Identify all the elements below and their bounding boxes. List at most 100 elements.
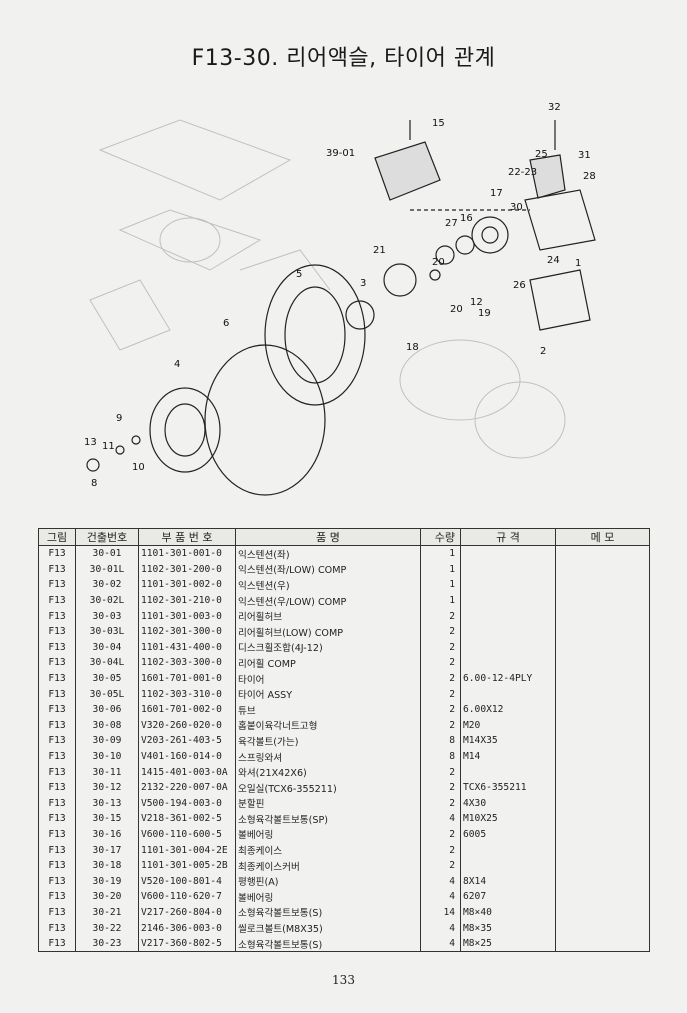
page-title: F13-30. 리어액슬, 타이어 관계 [191,46,496,71]
cell-part-name: 익스텐션(좌) [235,545,421,562]
header-memo: 메 모 [555,528,650,546]
cell-memo [555,826,650,843]
cell-figure: F13 [38,795,76,812]
callout-21: 21 [373,245,386,256]
cell-part-number: V218-361-002-5 [138,811,236,827]
callout-30: 30 [510,202,523,213]
cell-item-number: 30-13 [75,795,139,812]
cell-item-number: 30-09 [75,733,139,749]
callout-17: 17 [490,188,503,199]
cell-specification [460,857,556,874]
cell-part-number: 1102-301-210-0 [138,592,236,609]
cell-memo [555,577,650,593]
cell-part-number: 2132-220-007-0A [138,779,236,796]
table-header-row: 그림 건출번호 부 품 번 호 품 명 수량 규 격 메 모 [38,528,650,546]
cell-specification [460,623,556,640]
cell-figure: F13 [38,608,76,624]
cell-figure: F13 [38,889,76,905]
cell-item-number: 30-02 [75,577,139,593]
cell-figure: F13 [38,779,76,796]
callout-1: 1 [575,258,581,269]
cell-quantity: 1 [420,545,461,562]
cell-part-name: 리어휠허브 [235,608,421,624]
cell-memo [555,904,650,921]
cell-item-number: 30-02L [75,592,139,609]
callout-2: 2 [540,346,546,357]
callout-labels: 15 39-01 32 25 31 22-23 28 17 30 27 16 2… [84,102,596,489]
cell-part-name: 오일실(TCX6-355211) [235,779,421,796]
cell-figure: F13 [38,670,76,687]
cell-part-name: 소형육각볼트보통(S) [235,935,421,953]
callout-31: 31 [578,150,591,161]
cell-figure: F13 [38,748,76,765]
cell-part-number: 1101-301-001-0 [138,545,236,562]
cell-specification [460,592,556,609]
callout-13: 13 [84,437,97,448]
cell-memo [555,795,650,812]
callout-15: 15 [432,118,445,129]
cell-part-name: 분할핀 [235,795,421,812]
cell-specification [460,842,556,858]
callout-8: 8 [91,478,97,489]
cell-part-number: V520-100-801-4 [138,873,236,890]
cell-quantity: 2 [420,795,461,812]
cell-item-number: 30-10 [75,748,139,765]
callout-22-23: 22-23 [508,167,537,178]
cell-quantity: 1 [420,592,461,609]
callout-18: 18 [406,342,419,353]
cell-item-number: 30-22 [75,920,139,936]
cell-figure: F13 [38,764,76,780]
cell-quantity: 2 [420,670,461,687]
cell-part-name: 리어휠 COMP [235,655,421,671]
cell-part-name: 와셔(21X42X6) [235,764,421,780]
cell-figure: F13 [38,701,76,718]
callout-12: 12 [470,297,483,308]
cell-part-name: 튜브 [235,701,421,718]
cell-part-number: 2146-306-003-0 [138,920,236,936]
cell-figure: F13 [38,717,76,734]
cell-part-name: 볼베어링 [235,889,421,905]
cell-part-name: 씰로크볼트(M8X35) [235,920,421,936]
cell-memo [555,623,650,640]
cell-quantity: 4 [420,889,461,905]
cell-figure: F13 [38,904,76,921]
callout-3: 3 [360,278,366,289]
cell-specification [460,577,556,593]
cell-figure: F13 [38,811,76,827]
cell-specification: M20 [460,717,556,734]
cell-part-name: 육각볼트(가는) [235,733,421,749]
cell-specification: 6.00X12 [460,701,556,718]
cell-specification: M8×40 [460,904,556,921]
callout-25: 25 [535,149,548,160]
callout-16: 16 [460,213,473,224]
cell-item-number: 30-17 [75,842,139,858]
cell-figure: F13 [38,592,76,609]
callout-26: 26 [513,280,526,291]
cell-part-number: V203-261-403-5 [138,733,236,749]
cell-item-number: 30-05L [75,686,139,702]
cell-part-number: 1102-303-300-0 [138,655,236,671]
cell-quantity: 2 [420,686,461,702]
callout-19: 19 [478,308,491,319]
cell-memo [555,748,650,765]
cell-item-number: 30-23 [75,935,139,953]
cell-figure: F13 [38,545,76,562]
cell-part-name: 홈붙이육각너트고형 [235,717,421,734]
callout-28: 28 [583,171,596,182]
cell-figure: F13 [38,826,76,843]
cell-part-number: V217-260-804-0 [138,904,236,921]
cell-quantity: 2 [420,608,461,624]
cell-quantity: 2 [420,842,461,858]
cell-part-number: 1601-701-002-0 [138,701,236,718]
cell-specification [460,561,556,578]
cell-specification [460,639,556,656]
cell-part-number: 1101-431-400-0 [138,639,236,656]
